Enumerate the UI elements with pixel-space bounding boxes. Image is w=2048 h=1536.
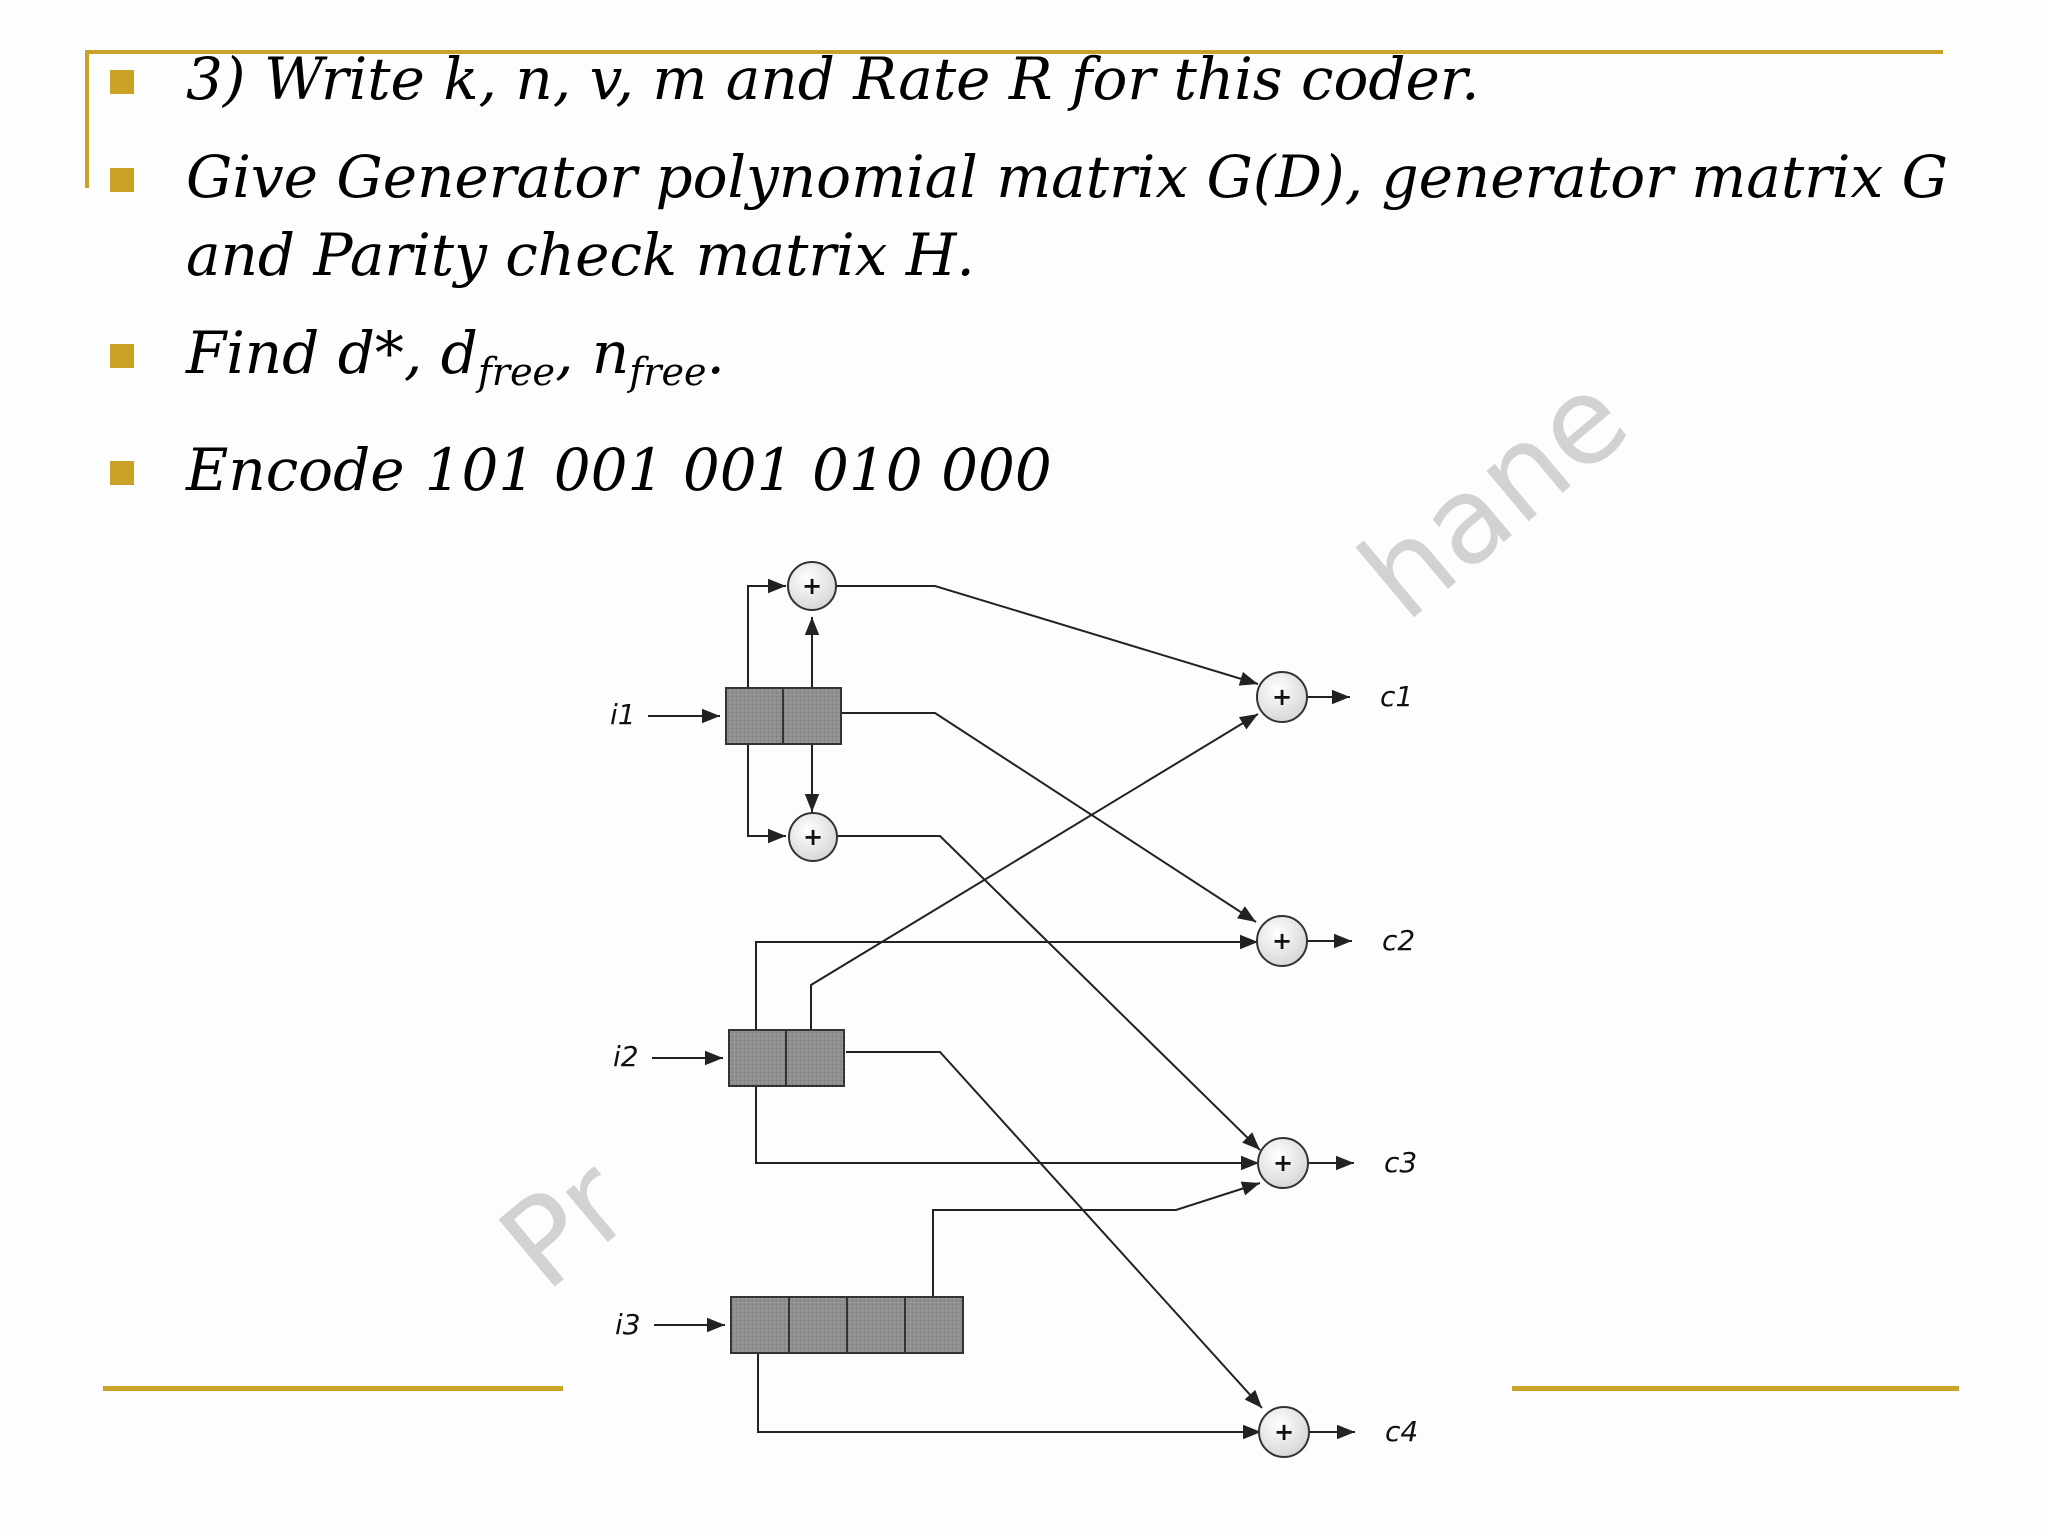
bullet-distance: Find d*, dfree, nfree.	[108, 314, 1968, 411]
bullet-generator-line1: Give Generator polynomial matrix G(D), g…	[186, 143, 1948, 211]
adder-c3	[1257, 1137, 1309, 1189]
input-label-i3: i3	[615, 1308, 641, 1341]
adder-plus-label: +	[1272, 683, 1292, 711]
adder-c4	[1258, 1406, 1310, 1458]
output-label-c2: c2	[1382, 924, 1415, 957]
register-cell	[846, 1296, 906, 1354]
adder-c2	[1256, 915, 1308, 967]
bullet-encode-prefix: Encode	[186, 436, 405, 504]
adder-plus-label: +	[803, 823, 823, 851]
shift-register-i1	[725, 687, 842, 745]
bullet-square-icon	[110, 344, 134, 368]
adder-plus-label: +	[802, 572, 822, 600]
nfree-subscript: free	[629, 350, 707, 394]
bullet-distance-suffix: .	[706, 319, 725, 387]
input-label-i2: i2	[613, 1040, 639, 1073]
adder-bottom	[788, 812, 838, 862]
input-label-i1: i1	[610, 698, 636, 731]
bottom-rule-right	[1512, 1386, 1959, 1391]
register-cell	[725, 687, 784, 745]
adder-top	[787, 561, 837, 611]
question-list: 3) Write k, n, v, m and Rate R for this …	[108, 40, 1968, 529]
register-cell	[785, 1029, 845, 1087]
bullet-rate-text: 3) Write k, n, v, m and Rate R for this …	[186, 45, 1480, 113]
register-cell	[782, 687, 842, 745]
register-cell	[730, 1296, 790, 1354]
bullet-square-icon	[110, 70, 134, 94]
modulo2-adders	[787, 561, 1310, 1458]
bullet-square-icon	[110, 461, 134, 485]
shift-register-i2	[728, 1029, 845, 1087]
bullet-encode: Encode 101 001 001 010 000	[108, 431, 1968, 509]
bullet-square-icon	[110, 168, 134, 192]
bottom-rule-left	[103, 1386, 563, 1391]
bullet-distance-prefix: Find d*, d	[186, 319, 478, 387]
top-rule	[85, 50, 1943, 54]
connection-lines	[648, 578, 1355, 1440]
dfree-subscript: free	[477, 350, 556, 394]
bullet-generator: Give Generator polynomial matrix G(D), g…	[108, 138, 1968, 294]
output-label-c3: c3	[1384, 1146, 1417, 1179]
adder-plus-label: +	[1272, 927, 1292, 955]
bullet-distance-mid: , n	[555, 319, 630, 387]
bullet-rate: 3) Write k, n, v, m and Rate R for this …	[108, 40, 1968, 118]
signal-labels: i1 i2 i3 c1 c2 c3 c4	[610, 680, 1418, 1448]
bullet-encode-sequence: 101 001 001 010 000	[424, 436, 1052, 504]
output-label-c4: c4	[1385, 1415, 1418, 1448]
output-label-c1: c1	[1380, 680, 1413, 713]
adder-c1	[1256, 671, 1308, 723]
adder-plus-label: +	[1274, 1418, 1294, 1446]
left-rule	[85, 50, 89, 188]
adder-plus-label: +	[1273, 1149, 1293, 1177]
register-cell	[728, 1029, 787, 1087]
shift-register-i3	[730, 1296, 964, 1354]
register-cell	[904, 1296, 964, 1354]
register-cell	[788, 1296, 848, 1354]
bullet-generator-line2: and Parity check matrix H.	[186, 221, 975, 289]
